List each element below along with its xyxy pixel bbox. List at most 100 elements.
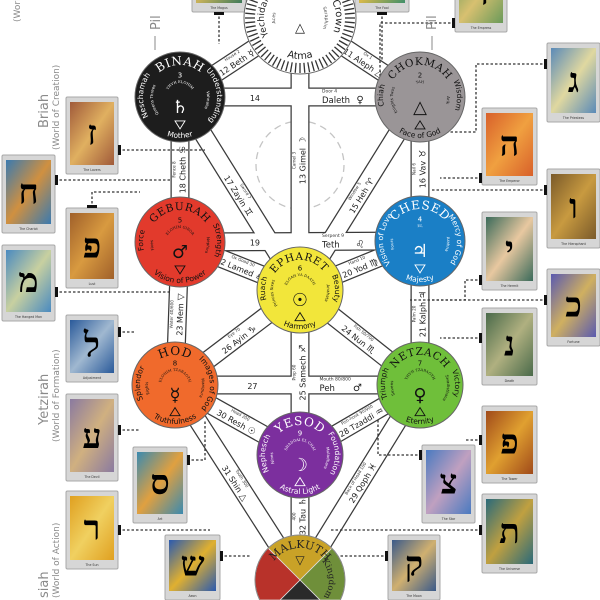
path-number: 13 <box>299 171 308 184</box>
hebrew-letter: נ <box>504 325 515 365</box>
path-name: 16 Vav <box>419 161 428 188</box>
sephira-title-right-path: Victory <box>450 368 462 399</box>
crown-ray <box>271 56 279 66</box>
kether-inner-left: Aces <box>271 12 278 24</box>
path-labels-layer: Ox 111 Aleph△House 212 Beth☿Camel 313 Gi… <box>168 47 428 535</box>
card-title: The Fool <box>374 6 389 10</box>
sephira-inner-left-path: Knights Twos <box>389 86 399 114</box>
sephira-inner-right: Swadisthana <box>441 374 451 402</box>
kether-right-path: Crown <box>329 0 344 34</box>
sephira-disc <box>376 341 464 429</box>
path-meaning: Prop 60 <box>292 364 297 380</box>
sephira-number: 9 <box>298 430 302 438</box>
kether-right: Crown <box>329 0 344 34</box>
sephira-title-bottom-path: Face of God <box>398 126 442 140</box>
element-triangle-icon <box>169 406 181 417</box>
card-artwork <box>486 411 533 474</box>
card-title: The Chariot <box>18 227 38 231</box>
path-number: 20 <box>341 267 356 280</box>
tarot-card-magus[interactable]: The Magus <box>191 0 247 15</box>
sephira-inner-right: Anahata <box>323 284 331 303</box>
card-tab <box>87 205 97 208</box>
card-tab <box>55 175 58 185</box>
card-tab <box>479 173 482 183</box>
path-name: 21 Kalph <box>419 302 428 337</box>
element-triangle-icon: ▽ <box>295 553 305 567</box>
element-triangle-icon <box>174 265 186 275</box>
tarot-card-fool[interactable]: The Fool <box>354 0 410 15</box>
yetzirah-sublabel: (World of Formation) <box>52 349 62 442</box>
kether-inner-right: Seraphim <box>321 6 329 30</box>
card-tab <box>118 425 121 435</box>
sephira-inner-left-path: Eights <box>144 382 151 396</box>
crown-ray <box>321 56 329 66</box>
path-symbol-icon: ♄ <box>299 498 309 506</box>
path-letter: Kalph <box>419 302 428 324</box>
path-symbol-icon: ☿ <box>247 48 257 59</box>
path-symbol-icon: △ <box>237 492 249 503</box>
pillar-left-label: Pil <box>149 15 164 30</box>
sephira-disc <box>134 196 226 288</box>
sephira-title-left: Chiah <box>376 83 387 108</box>
crown-ray <box>254 43 264 51</box>
sephira-inner-left: Fours <box>389 238 395 250</box>
planet-symbol-icon: ♂ <box>172 242 188 263</box>
element-triangle-icon <box>174 120 186 130</box>
crown-ray <box>246 3 257 7</box>
sephira-outline <box>254 534 346 600</box>
sephira-inner-left-path: Sevens <box>389 380 396 396</box>
crown-ray <box>257 46 266 54</box>
sephira-name: BINAH <box>153 54 207 75</box>
card-tab <box>55 287 58 297</box>
path-meaning: Fence 8 <box>172 161 177 178</box>
tarot-card-empress[interactable]: דThe Empress <box>452 0 508 33</box>
path-name: 13 Gimel <box>299 148 308 184</box>
sephira-inner-left: Nines <box>269 452 275 464</box>
card-connector-lust <box>91 191 140 208</box>
sephira-title-left-path: Triumph <box>378 366 391 402</box>
sephira-inner-right-path: Arahna <box>444 236 451 252</box>
sephira-title-bottom: Astral Light <box>279 482 322 496</box>
sephira-number: 3 <box>178 72 182 80</box>
element-triangle-icon <box>294 476 306 487</box>
card-tab <box>419 450 422 460</box>
sephira-disc <box>131 341 219 429</box>
card-artwork <box>392 540 436 591</box>
card-title: The Sun <box>84 563 98 567</box>
card-title: Adjustment <box>83 376 102 380</box>
card-artwork <box>169 540 216 591</box>
crown-ray <box>260 49 269 58</box>
path-label-13: Camel 313 Gimel☽ <box>292 137 309 184</box>
path-letter: Tau <box>299 509 308 524</box>
path-symbol-icon: ♂ <box>353 383 362 394</box>
sephira-kether[interactable]: EHEIEHYechidahCrownAtmaAcesSeraphim△ <box>243 0 357 75</box>
